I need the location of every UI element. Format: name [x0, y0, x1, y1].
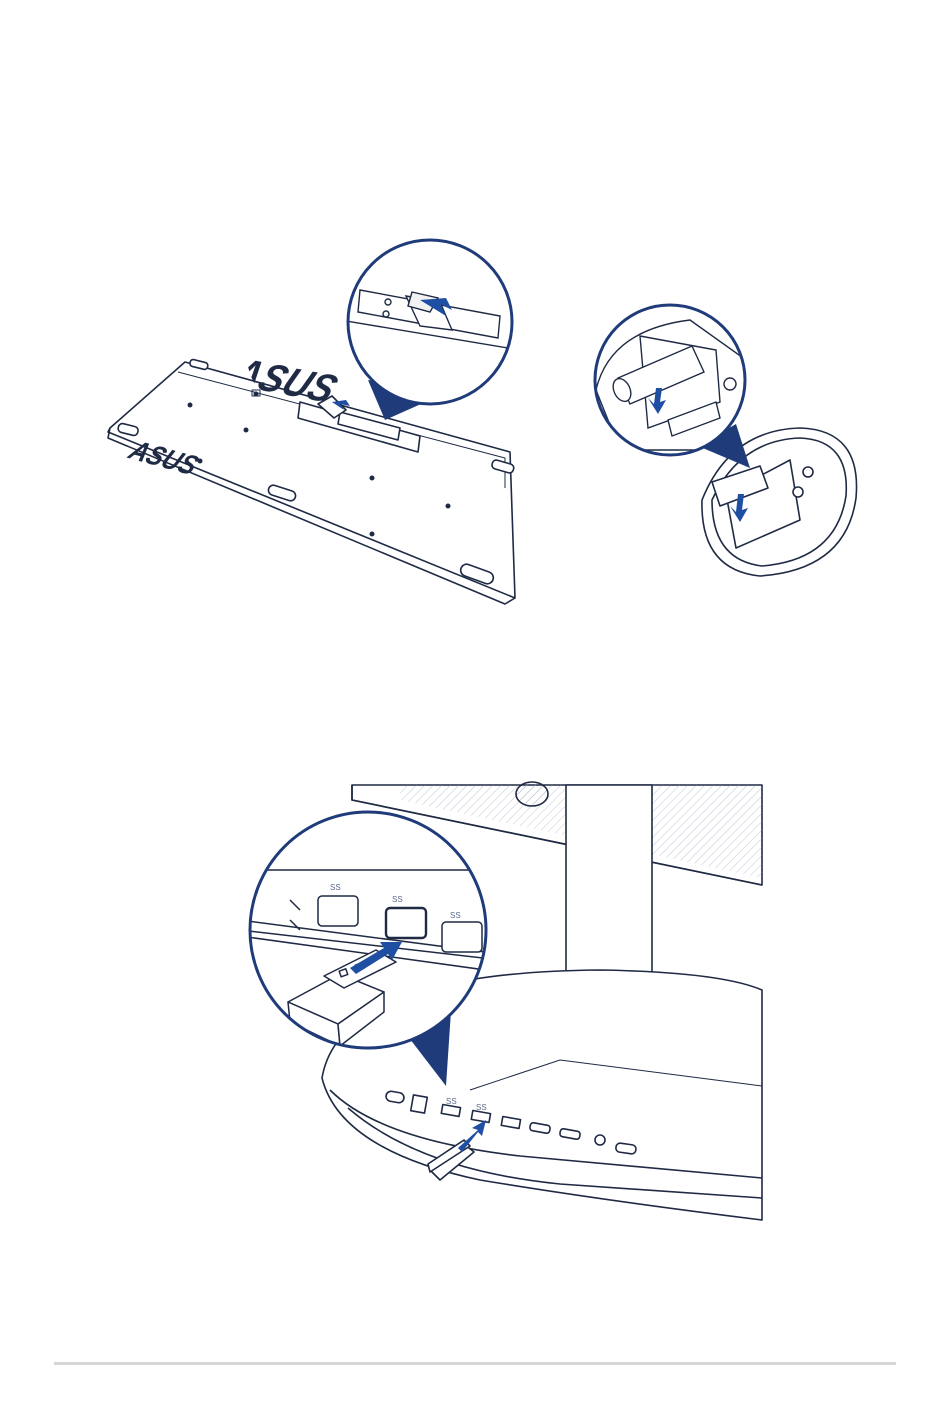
zoom-port-label-3: SS	[450, 911, 461, 920]
zoom-port-label-2: SS	[392, 895, 403, 904]
keyboard-zoom-circle: ASUS	[225, 240, 520, 420]
zoom-port-label-1: SS	[330, 883, 341, 892]
usb-receiver-illustration: SS SS SS SS SS	[0, 760, 950, 1240]
footer-rule	[54, 1362, 896, 1365]
battery-installation-illustration: ASUS ASUS	[0, 0, 950, 640]
port-label-usb-1: SS	[446, 1097, 457, 1106]
port-label-usb-2: SS	[476, 1103, 487, 1112]
